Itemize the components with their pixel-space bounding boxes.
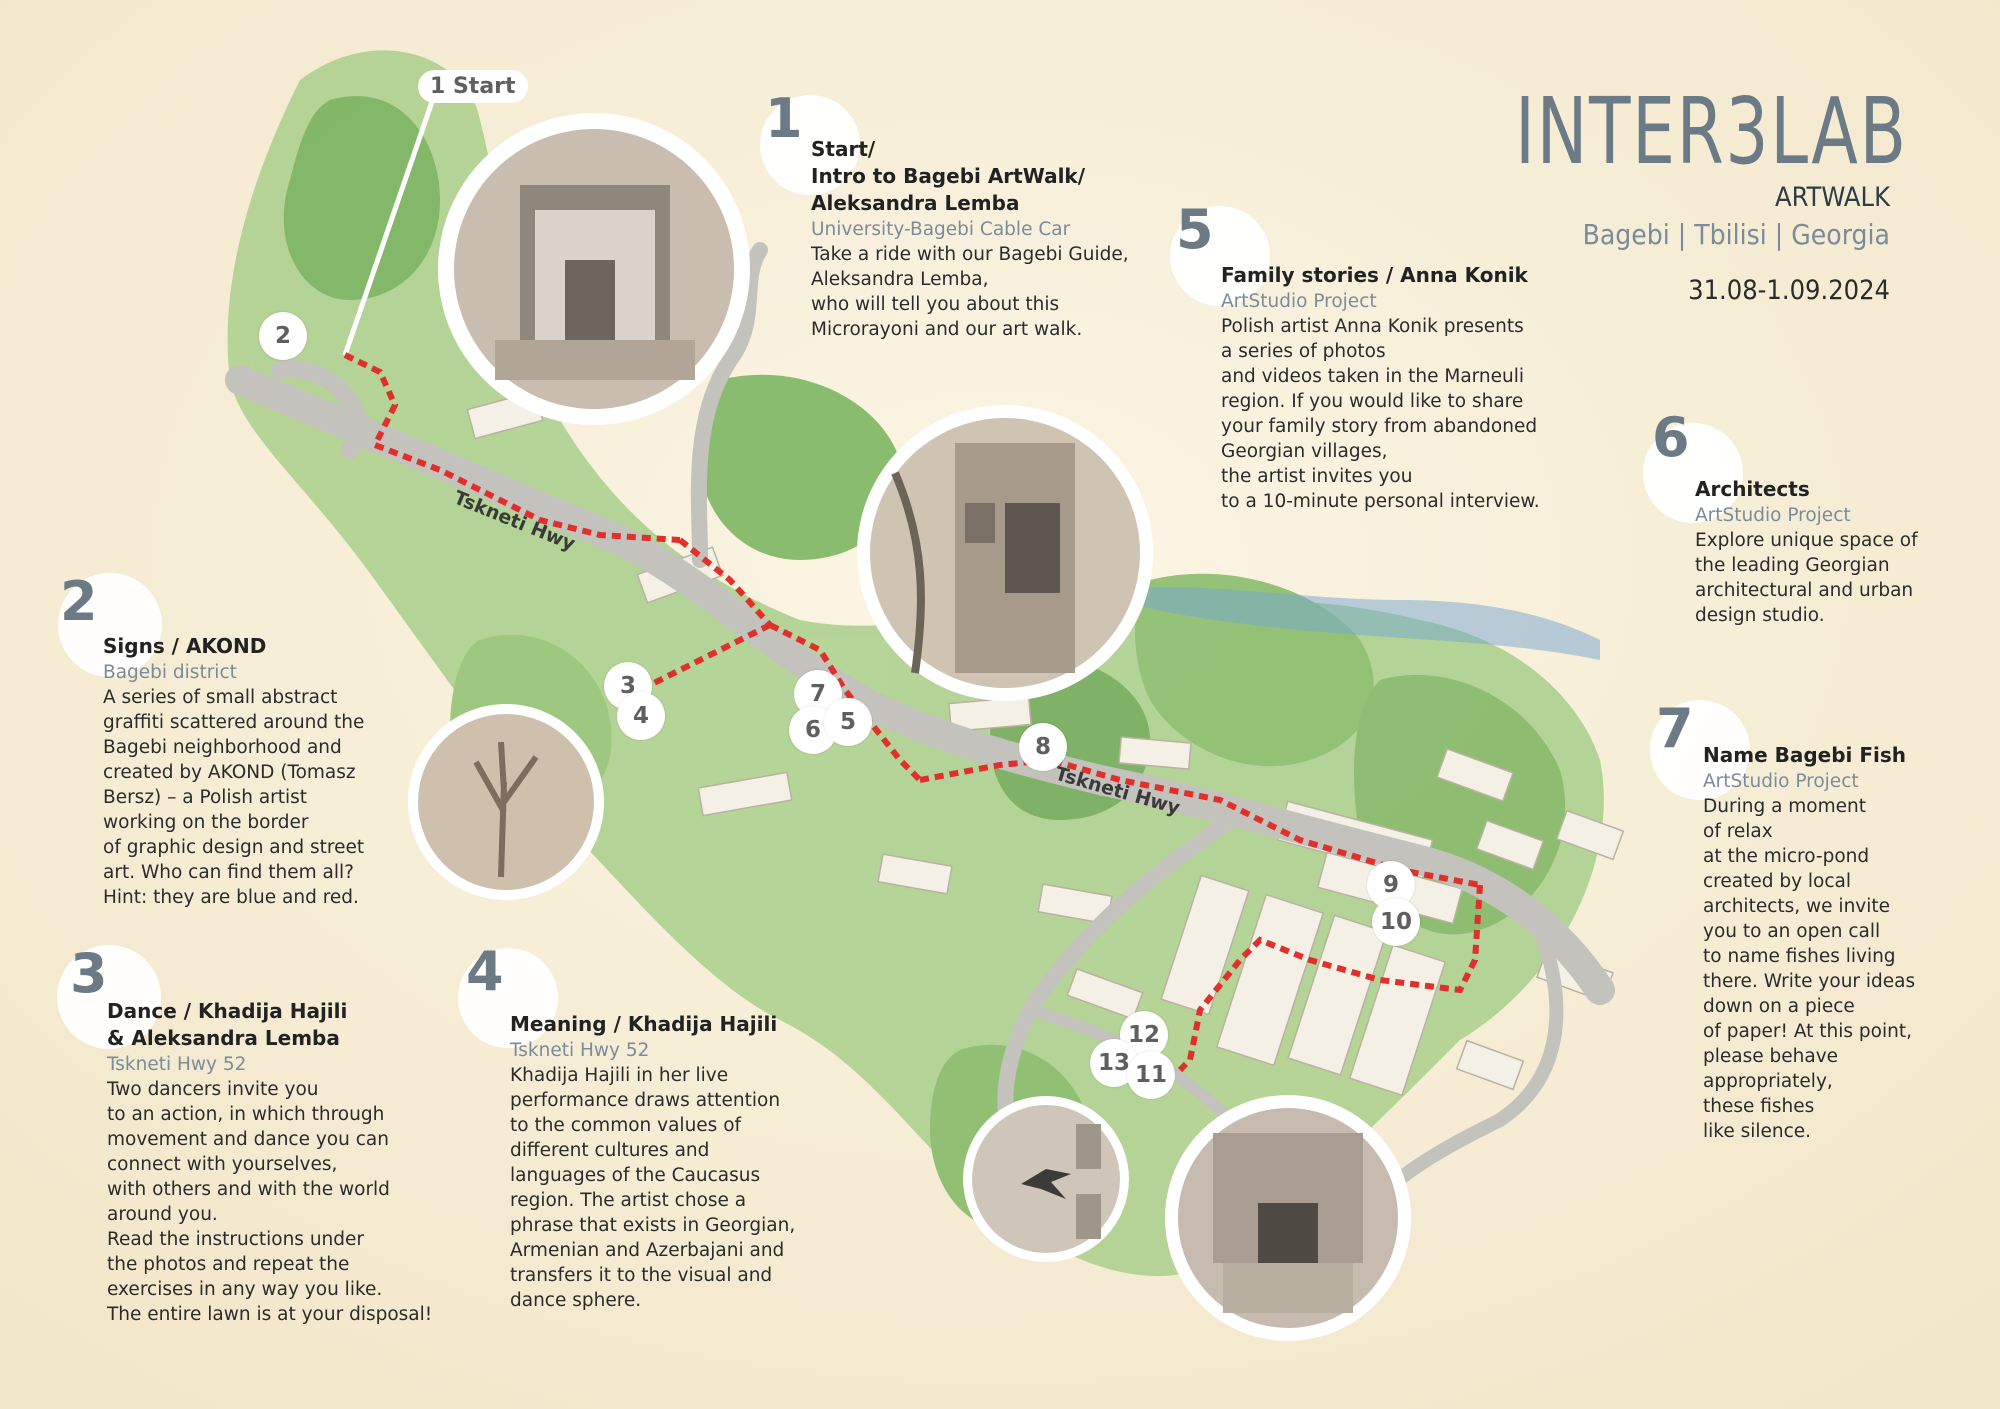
stop-3-subtitle: Tskneti Hwy 52 (107, 1054, 247, 1075)
start-badge: 1 Start (418, 70, 528, 103)
stop-7-number: 7 (1656, 697, 1694, 760)
route-marker-2[interactable]: 2 (259, 312, 307, 360)
route-marker-10[interactable]: 10 (1372, 898, 1420, 946)
stop-6-block: Architects ArtStudio Project Explore uni… (1695, 476, 1935, 628)
stop-7-description: During a moment of relax at the micro-po… (1703, 796, 1916, 1142)
stop-6-number: 6 (1652, 406, 1690, 469)
stop-4-block: Meaning / Khadija Hajili Tskneti Hwy 52 … (510, 1011, 810, 1313)
stop-1-description: Take a ride with our Bagebi Guide, Aleks… (811, 244, 1129, 340)
start-label: 1 Start (430, 74, 516, 99)
stop-4-description: Khadija Hajili in her live performance d… (510, 1065, 796, 1311)
stop-1-circle (760, 95, 860, 195)
stop-6-title: Architects (1695, 477, 1810, 501)
event-dates: 31.08-1.09.2024 (1688, 275, 1890, 306)
cable-car-line (342, 92, 438, 356)
photo-tree-sketch (408, 704, 604, 900)
stop-5-subtitle: ArtStudio Project (1221, 291, 1377, 312)
stop-7-title: Name Bagebi Fish (1703, 743, 1907, 767)
stop-4-title: Meaning / Khadija Hajili (510, 1012, 778, 1036)
photo-building-entrance (857, 405, 1153, 701)
stop-7-subtitle: ArtStudio Project (1703, 771, 1859, 792)
stop-2-title: Signs / AKOND (103, 634, 267, 658)
inter3lab-logo: INTER3LAB (1515, 78, 1908, 185)
stop-4-circle (458, 948, 558, 1048)
route-marker-11[interactable]: 11 (1127, 1051, 1175, 1099)
stop-2-subtitle: Bagebi district (103, 662, 237, 683)
stop-3-number: 3 (70, 942, 108, 1005)
event-title: ARTWALK (1775, 182, 1890, 213)
stop-7-circle (1650, 700, 1750, 800)
stop-6-description: Explore unique space of the leading Geor… (1695, 530, 1918, 626)
stop-1-subtitle: University-Bagebi Cable Car (811, 219, 1071, 240)
stop-3-circle (57, 945, 161, 1049)
stop-5-title: Family stories / Anna Konik (1221, 263, 1528, 287)
stop-2-circle (58, 573, 162, 677)
photo-swallow-wall (963, 1096, 1129, 1262)
stop-4-subtitle: Tskneti Hwy 52 (510, 1040, 650, 1061)
photo-stairs-building (1165, 1095, 1411, 1341)
stop-1-block: Start/ Intro to Bagebi ArtWalk/ Aleksand… (811, 136, 1141, 342)
stop-5-number: 5 (1176, 198, 1214, 261)
stop-3-block: Dance / Khadija Hajili & Aleksandra Lemb… (107, 998, 437, 1327)
stop-2-block: Signs / AKOND Bagebi district A series o… (103, 633, 393, 910)
route-marker-4[interactable]: 4 (617, 692, 665, 740)
stop-3-title: Dance / Khadija Hajili & Aleksandra Lemb… (107, 999, 348, 1050)
photo-cable-car-station (438, 113, 750, 425)
stop-2-description: A series of small abstract graffiti scat… (103, 687, 365, 908)
stop-5-block: Family stories / Anna Konik ArtStudio Pr… (1221, 262, 1551, 514)
stop-6-circle (1643, 423, 1743, 523)
route-marker-8[interactable]: 8 (1019, 723, 1067, 771)
stop-5-circle (1170, 206, 1270, 306)
stop-5-description: Polish artist Anna Konik presents a seri… (1221, 316, 1540, 512)
stop-2-number: 2 (60, 570, 98, 633)
stop-7-block: Name Bagebi Fish ArtStudio Project Durin… (1703, 742, 1943, 1144)
stop-3-description: Two dancers invite you to an action, in … (107, 1079, 433, 1325)
stop-1-number: 1 (765, 87, 803, 150)
event-location: Bagebi | Tbilisi | Georgia (1582, 218, 1890, 251)
stop-6-subtitle: ArtStudio Project (1695, 505, 1851, 526)
stop-1-title: Start/ Intro to Bagebi ArtWalk/ Aleksand… (811, 137, 1086, 215)
route-marker-5[interactable]: 5 (824, 698, 872, 746)
stop-4-number: 4 (466, 940, 504, 1003)
